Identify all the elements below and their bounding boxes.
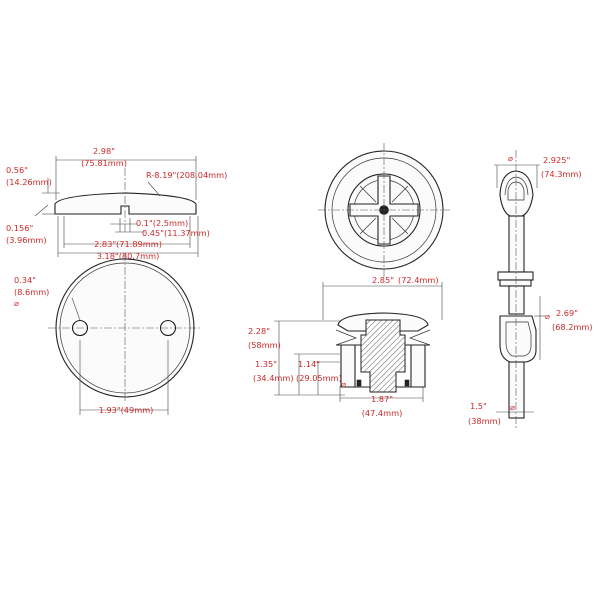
cap-width-mm: (72.4mm) xyxy=(398,275,439,285)
drain-top-dia-in: 2.925" xyxy=(543,155,570,165)
drain-lower-elbow xyxy=(499,315,537,363)
drain-top-dia-symbol: ⌀ xyxy=(508,153,513,163)
plate-slot-depth: 0.45"(11.37mm) xyxy=(142,228,210,238)
body-dia-symbol: ⌀ xyxy=(341,379,346,389)
total-height-in: 2.28" xyxy=(248,326,270,336)
elbow-in: 2.69" xyxy=(556,308,578,318)
plate-side-view: 2.98" (75.81mm) 0.56" (14.26mm) R-8.19"(… xyxy=(6,146,227,261)
plate-inner-width: 2.83"(71.89mm) xyxy=(94,239,162,249)
plate-edge-in: 0.156" xyxy=(6,223,33,233)
stopper-top-view xyxy=(318,143,450,277)
cap-width: 2.85" xyxy=(372,275,394,285)
plate-edge-mm: (3.96mm) xyxy=(6,235,47,245)
hole-dia-in: 0.34" xyxy=(14,275,36,285)
overflow-hole-left xyxy=(71,319,89,337)
drain-coupling-top xyxy=(497,271,534,281)
body-height-in: 1.35" xyxy=(255,359,277,369)
hole-spacing: 1.93"(49mm) xyxy=(99,405,154,415)
plate-front-view: 0.34" (8.6mm) ⌀ 1.93"(49mm) xyxy=(14,253,202,415)
stopper-core xyxy=(360,319,406,393)
hole-dia-symbol: ⌀ xyxy=(14,298,19,308)
pipe-mm: (38mm) xyxy=(468,416,501,426)
plate-width-mm: (75.81mm) xyxy=(81,158,127,168)
pipe-in: 1.5" xyxy=(470,401,487,411)
drain-top-dia-mm: (74.3mm) xyxy=(541,169,582,179)
plate-radius: R-8.19"(208.04mm) xyxy=(146,170,227,180)
pipe-dia-symbol: ⌀ xyxy=(510,402,515,412)
inner-height-in: 1.14" xyxy=(298,359,320,369)
body-height-mm: (34.4mm) xyxy=(253,373,294,383)
body-dia-in: 1.87" xyxy=(371,394,393,404)
plate-side-profile xyxy=(54,192,197,215)
inner-height-mm: (29.05mm) xyxy=(296,373,342,383)
plate-slot: 0.1"(2.5mm) xyxy=(136,218,188,228)
hole-dia-mm: (8.6mm) xyxy=(14,287,49,297)
drain-tube-lower xyxy=(508,361,525,419)
elbow-mm: (68.2mm) xyxy=(552,322,593,332)
overflow-hole-right xyxy=(159,319,177,337)
plate-height-mm: (14.26mm) xyxy=(6,177,52,187)
body-dia-mm: (47.4mm) xyxy=(362,408,403,418)
elbow-dia-symbol: ⌀ xyxy=(545,311,550,321)
drain-assembly-view: ⌀ 2.925" (74.3mm) ⌀ 2.69" (68.2mm) ⌀ 1.5… xyxy=(468,150,593,430)
plate-height-in: 0.56" xyxy=(6,165,28,175)
plate-outer-width: 3.18"(80.7mm) xyxy=(97,251,160,261)
drain-tube-upper xyxy=(508,215,525,273)
stopper-section-view: 2.85" (72.4mm) 2.28" (58mm) 1.35" (34.4m… xyxy=(248,275,443,418)
stopper-body-right xyxy=(410,344,426,388)
plate-width-in: 2.98" xyxy=(93,146,115,156)
total-height-mm: (58mm) xyxy=(248,340,281,350)
